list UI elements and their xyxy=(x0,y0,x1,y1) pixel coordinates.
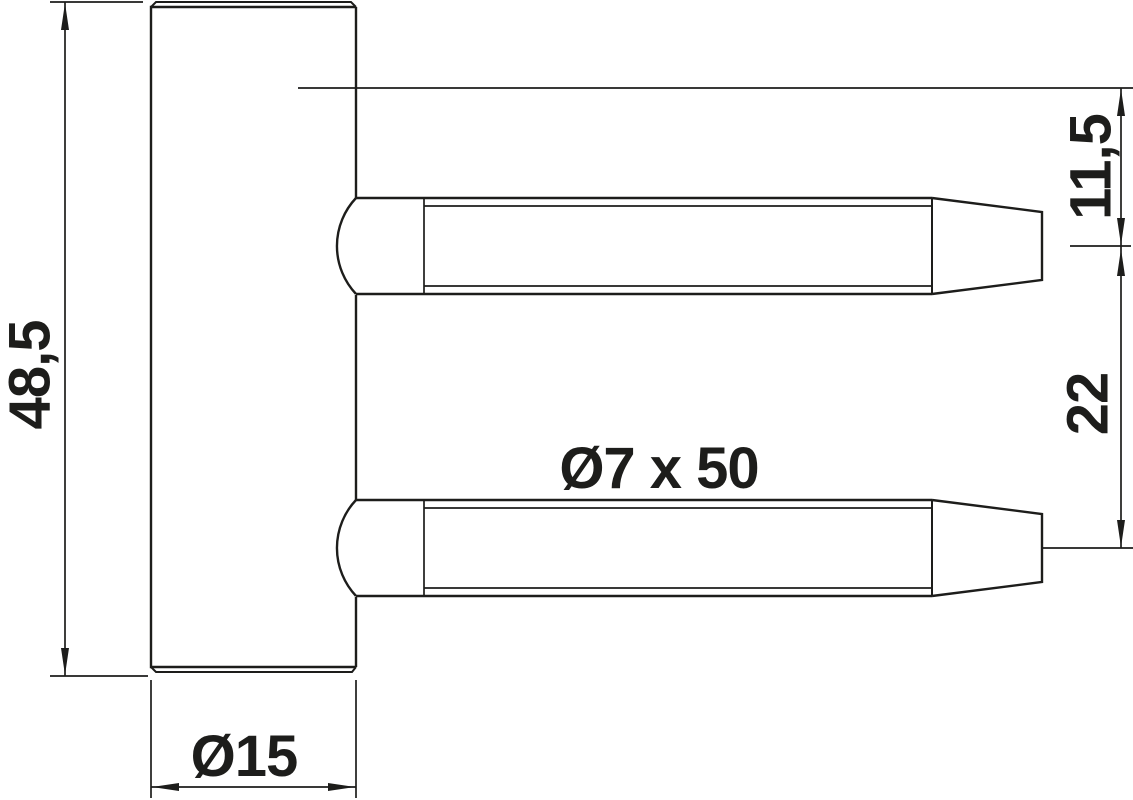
arrowhead-right-icon xyxy=(328,783,355,791)
pin-upper xyxy=(335,196,1044,296)
pin-lower xyxy=(335,498,1044,598)
dim-pin-spacing: 22 xyxy=(1043,246,1133,549)
pin-upper-taper-tip xyxy=(931,196,1044,296)
dim-body-diameter: Ø15 xyxy=(150,680,357,798)
pin-lower-taper-tip xyxy=(931,498,1044,598)
arrowhead-up-icon xyxy=(1117,89,1125,116)
dim-body-diameter-label: Ø15 xyxy=(191,724,298,789)
arrowhead-down-icon xyxy=(1117,218,1125,245)
pin-spec-label: Ø7 x 50 xyxy=(559,436,758,501)
arrowhead-down-icon xyxy=(61,648,69,675)
arrowhead-down-icon xyxy=(1117,520,1125,547)
dim-body-height-label: 48,5 xyxy=(0,321,63,430)
arrowhead-left-icon xyxy=(152,783,179,791)
pin-upper-round-cap xyxy=(335,197,357,295)
arrowhead-up-icon xyxy=(61,3,69,30)
pin-lower-round-cap xyxy=(335,499,357,597)
body-top-chamfer xyxy=(150,1,357,8)
hinge-body xyxy=(149,1,358,673)
arrowhead-up-icon xyxy=(1117,249,1125,276)
body-bottom-chamfer xyxy=(150,666,357,673)
dim-offset-top-pin: 11,5 xyxy=(1059,88,1131,247)
dim-pin-spacing-label: 22 xyxy=(1056,373,1121,436)
dim-offset-label: 11,5 xyxy=(1059,114,1124,220)
dim-body-height: 48,5 xyxy=(0,1,148,677)
body-face-outline xyxy=(149,5,356,669)
